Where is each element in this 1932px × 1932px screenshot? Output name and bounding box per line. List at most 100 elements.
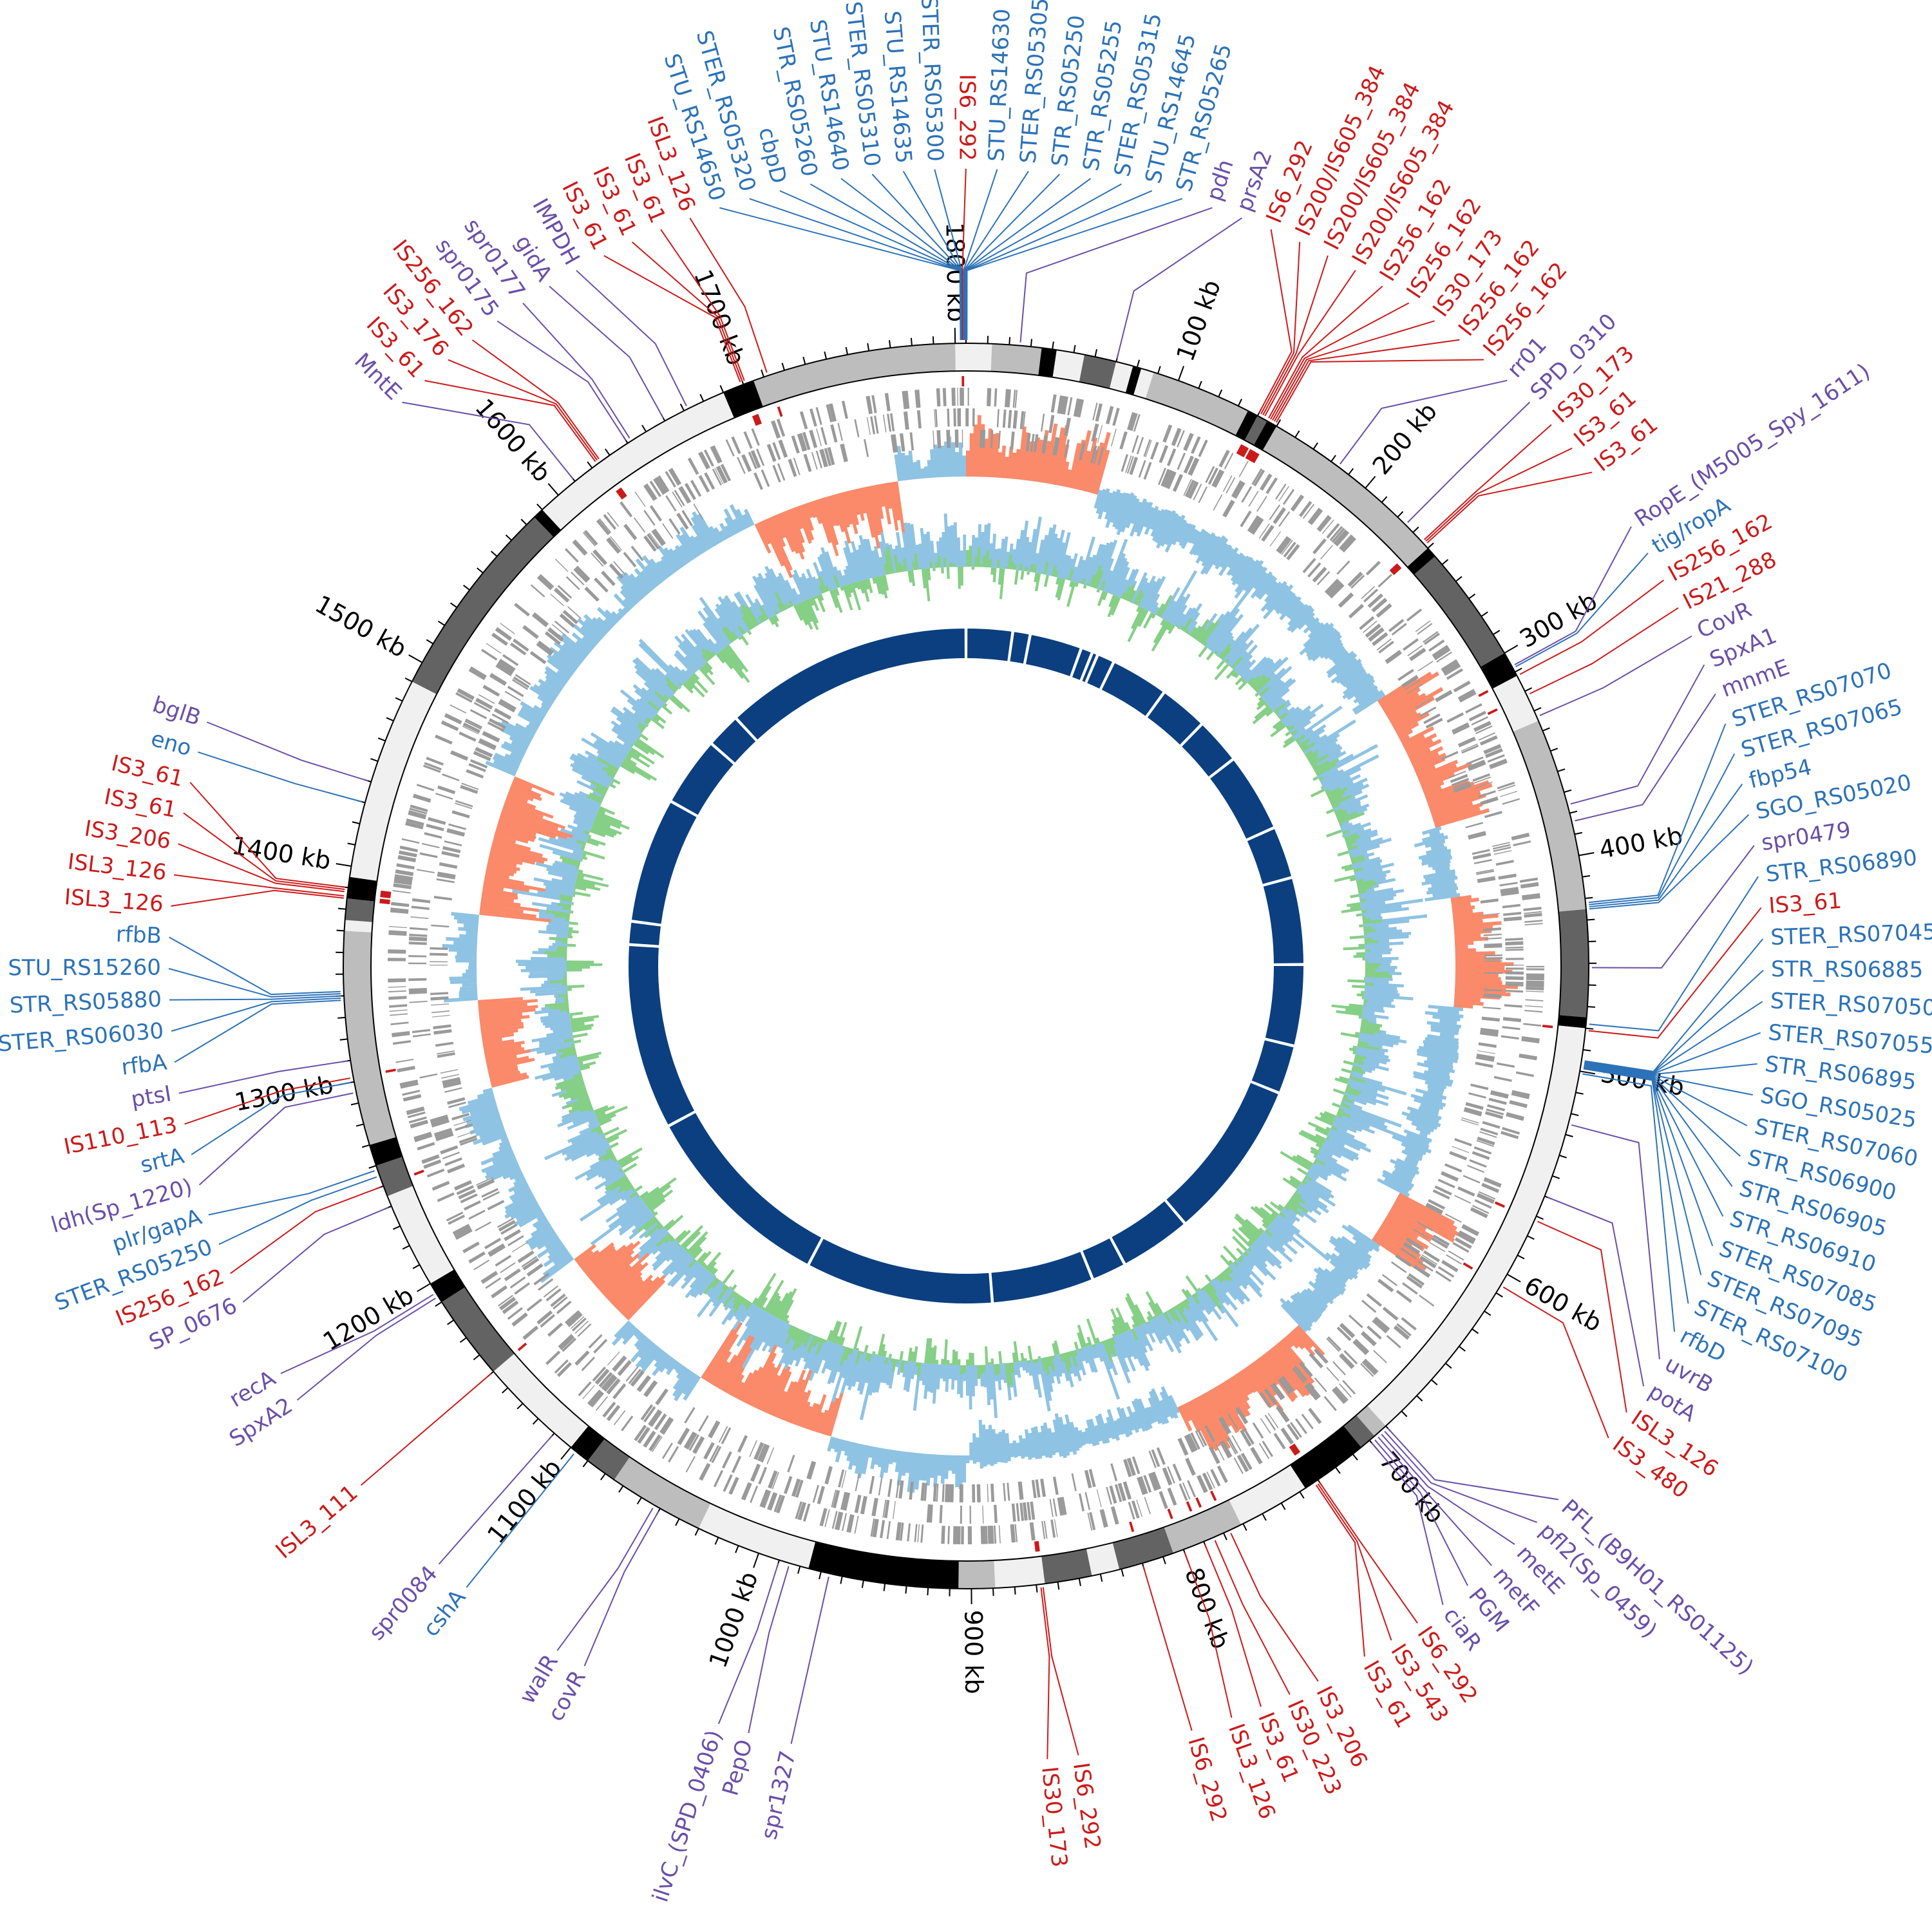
is-element-label: IS6_292 bbox=[1068, 1761, 1106, 1850]
minor-tick bbox=[1136, 359, 1141, 368]
label-connector bbox=[1204, 1544, 1262, 1707]
ideogram-segment bbox=[1112, 1527, 1173, 1570]
is-marker bbox=[1167, 1508, 1173, 1519]
minor-tick bbox=[1294, 430, 1300, 438]
contig-block bbox=[967, 629, 1012, 661]
minor-tick bbox=[1299, 1491, 1305, 1499]
label-connector bbox=[191, 1081, 352, 1155]
insertion-sequence-track bbox=[379, 376, 1553, 1552]
major-tick bbox=[1579, 1070, 1595, 1075]
minor-tick bbox=[927, 1587, 929, 1596]
contig-block bbox=[737, 629, 965, 740]
ideogram-segment bbox=[349, 681, 437, 881]
minor-tick bbox=[1052, 341, 1054, 350]
label-connector bbox=[660, 229, 745, 381]
minor-tick bbox=[1558, 1155, 1567, 1159]
label-connector bbox=[1583, 1068, 1689, 1304]
ideogram-segment bbox=[412, 516, 554, 695]
locus-tag-label: STER_RS05300 bbox=[916, 0, 948, 162]
label-connector bbox=[965, 190, 1153, 341]
label-connector bbox=[1042, 1587, 1079, 1756]
label-connector bbox=[748, 1566, 790, 1734]
ideogram-segment bbox=[369, 1137, 402, 1166]
is-element-label: IS3_206 bbox=[82, 815, 173, 854]
minor-tick bbox=[1237, 399, 1242, 406]
ideogram-segment bbox=[376, 1157, 413, 1197]
label-connector bbox=[583, 1511, 659, 1667]
minor-tick bbox=[412, 1264, 421, 1269]
is-marker bbox=[1249, 451, 1256, 462]
minor-tick bbox=[636, 1497, 642, 1505]
minor-tick bbox=[1484, 1311, 1492, 1316]
gene-label: pdh bbox=[1202, 156, 1239, 204]
minor-tick bbox=[694, 1528, 699, 1536]
minor-tick bbox=[1582, 875, 1591, 878]
label-connector bbox=[1589, 876, 1759, 1032]
ideogram-segment bbox=[1262, 426, 1428, 567]
minor-tick bbox=[395, 697, 403, 702]
label-connector bbox=[1591, 845, 1755, 969]
minor-tick bbox=[861, 1580, 864, 1588]
minor-tick bbox=[761, 369, 764, 377]
ideogram-segment bbox=[1356, 1405, 1386, 1436]
minor-tick bbox=[1445, 1363, 1452, 1369]
contig-block bbox=[1087, 656, 1113, 689]
label-connector bbox=[779, 190, 962, 341]
is-marker bbox=[1289, 1446, 1297, 1456]
minor-tick bbox=[1542, 727, 1550, 732]
minor-tick bbox=[368, 1165, 377, 1169]
is-marker bbox=[380, 895, 391, 898]
minor-tick bbox=[447, 1320, 455, 1325]
locus-tag-label: STU_RS15260 bbox=[8, 955, 161, 981]
minor-tick bbox=[1441, 559, 1449, 565]
locus-tag-label: STR_RS05880 bbox=[9, 987, 162, 1019]
is-marker bbox=[1252, 453, 1260, 464]
ideogram-segment bbox=[1558, 1015, 1587, 1028]
locus-tag-label: STU_RS14630 bbox=[983, 8, 1015, 162]
is-marker bbox=[961, 376, 965, 387]
locus-tag-label: fbp54 bbox=[1747, 754, 1814, 793]
tick-label: 400 kb bbox=[1597, 821, 1685, 864]
ideogram-segment bbox=[1229, 1464, 1305, 1525]
locus-tag-label: STER_RS07055 bbox=[1767, 1019, 1932, 1059]
contig-block bbox=[631, 802, 697, 924]
label-connector bbox=[173, 874, 345, 897]
gene-label: spr0479 bbox=[1759, 817, 1852, 857]
minor-tick bbox=[699, 393, 705, 402]
label-connector bbox=[1529, 607, 1679, 695]
minor-tick bbox=[679, 403, 685, 412]
minor-tick bbox=[582, 1460, 589, 1468]
minor-tick bbox=[840, 1576, 843, 1584]
label-connector bbox=[1583, 1066, 1714, 1247]
is-marker bbox=[752, 415, 759, 426]
label-connector bbox=[964, 178, 1092, 341]
minor-tick bbox=[1335, 1466, 1341, 1474]
label-connector bbox=[1381, 1434, 1515, 1545]
minor-tick bbox=[1401, 1410, 1408, 1417]
contig-block bbox=[712, 719, 756, 762]
minor-tick bbox=[426, 639, 434, 645]
ideogram-segment bbox=[994, 1556, 1045, 1588]
major-tick bbox=[336, 863, 352, 867]
is-marker bbox=[753, 414, 761, 426]
minor-tick bbox=[355, 1123, 364, 1127]
label-connector bbox=[1589, 753, 1736, 905]
contig-block bbox=[672, 745, 734, 815]
label-connector bbox=[1230, 1533, 1319, 1682]
label-connector bbox=[1260, 242, 1301, 415]
label-connector bbox=[1387, 1428, 1559, 1501]
is-element-label: IS3_61 bbox=[1768, 888, 1842, 919]
contig-block bbox=[629, 922, 661, 945]
label-connector bbox=[1019, 207, 1213, 343]
minor-tick bbox=[819, 1571, 822, 1580]
minor-tick bbox=[1533, 707, 1542, 712]
contig-block bbox=[1026, 635, 1080, 676]
is-marker bbox=[616, 489, 624, 500]
minor-tick bbox=[532, 1418, 539, 1425]
locus-tag-label: STU_RS14635 bbox=[879, 10, 917, 164]
label-connector bbox=[1319, 1482, 1418, 1624]
label-connector bbox=[810, 183, 962, 341]
label-connector bbox=[1040, 1587, 1050, 1759]
gene-label: bglB bbox=[149, 692, 204, 731]
